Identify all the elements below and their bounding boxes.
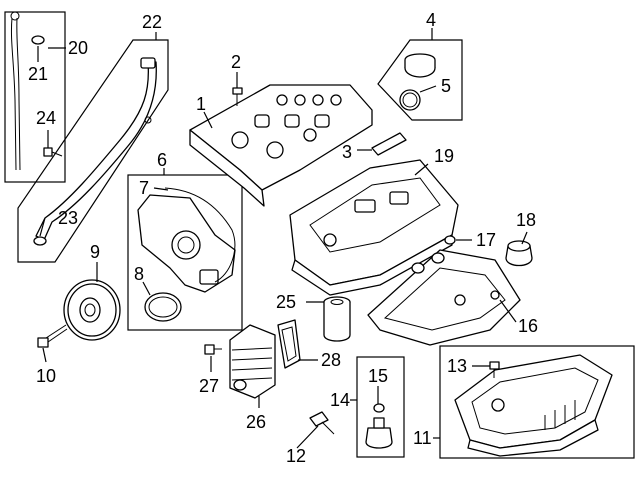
callout-19: 19 bbox=[434, 146, 454, 166]
sensor-box bbox=[356, 356, 405, 458]
dipstick-tube bbox=[33, 57, 157, 246]
callout-22: 22 bbox=[142, 12, 162, 32]
callout-6: 6 bbox=[157, 150, 167, 170]
crank-pulley bbox=[63, 279, 121, 341]
dipstick bbox=[10, 11, 45, 171]
callout-21: 21 bbox=[28, 64, 48, 84]
timing-cover bbox=[137, 187, 236, 322]
seal-17 bbox=[444, 235, 456, 245]
callout-28: 28 bbox=[321, 350, 341, 370]
oil-pan-box bbox=[439, 345, 635, 459]
bolt-10 bbox=[37, 324, 68, 348]
callout-4: 4 bbox=[426, 10, 436, 30]
lower-block bbox=[367, 249, 521, 346]
callout-20: 20 bbox=[68, 38, 88, 58]
timing-cover-box bbox=[127, 174, 243, 331]
part-3 bbox=[371, 132, 407, 156]
filter-housing-18 bbox=[505, 240, 533, 267]
callout-18: 18 bbox=[516, 210, 536, 230]
valve-cover bbox=[189, 84, 373, 207]
callout-26: 26 bbox=[246, 412, 266, 432]
callout-27: 27 bbox=[199, 376, 219, 396]
callout-24: 24 bbox=[36, 108, 56, 128]
callout-1: 1 bbox=[196, 94, 206, 114]
callout-5: 5 bbox=[441, 76, 451, 96]
callout-7: 7 bbox=[139, 178, 149, 198]
bolt-24 bbox=[43, 147, 63, 157]
oil-level-sensor bbox=[365, 403, 393, 449]
callout-17: 17 bbox=[476, 230, 496, 250]
leader-lines bbox=[37, 28, 528, 449]
callout-11: 11 bbox=[413, 428, 432, 448]
callout-14: 14 bbox=[330, 390, 350, 410]
oil-cap bbox=[399, 53, 436, 111]
oil-cap-box bbox=[377, 39, 463, 121]
part-12 bbox=[309, 411, 335, 435]
callout-25: 25 bbox=[276, 292, 296, 312]
dipstick-tube-box bbox=[17, 39, 169, 263]
callout-8: 8 bbox=[134, 264, 144, 284]
bolt-27 bbox=[204, 344, 222, 355]
callout-3: 3 bbox=[342, 142, 352, 162]
callout-10: 10 bbox=[36, 366, 56, 386]
callout-12: 12 bbox=[286, 446, 306, 466]
dipstick-box bbox=[4, 11, 66, 183]
upper-oil-pan bbox=[289, 159, 459, 296]
callout-13: 13 bbox=[447, 356, 467, 376]
oil-filter bbox=[323, 296, 351, 342]
callout-16: 16 bbox=[518, 316, 538, 336]
callout-9: 9 bbox=[90, 242, 100, 262]
callout-15: 15 bbox=[368, 366, 388, 386]
callout-23: 23 bbox=[58, 208, 78, 228]
callout-labels: 1 2 3 4 5 6 7 8 9 10 11 12 13 14 15 16 1… bbox=[28, 10, 538, 466]
oil-cooler bbox=[229, 324, 276, 399]
gasket-28 bbox=[277, 319, 301, 369]
oil-pan bbox=[454, 354, 613, 457]
callout-2: 2 bbox=[231, 52, 241, 72]
